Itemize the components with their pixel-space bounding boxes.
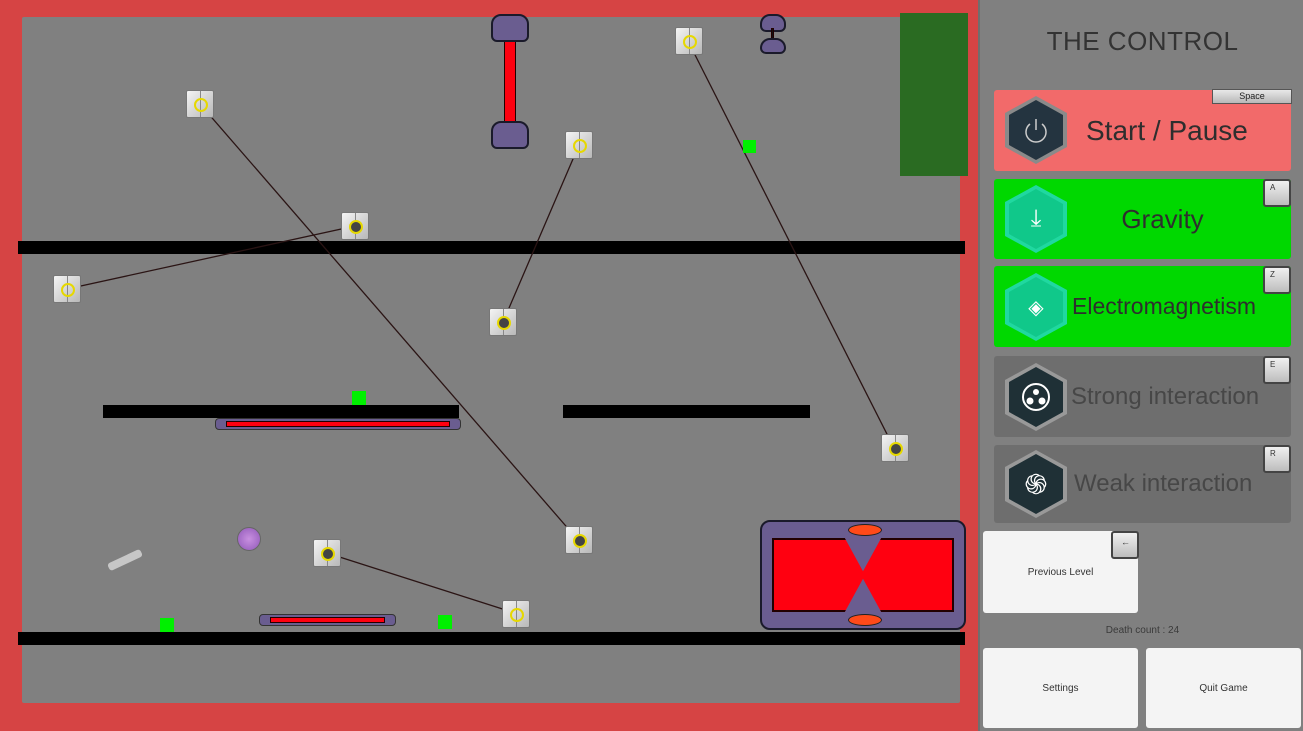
laser-vertical	[491, 14, 529, 149]
gravity-label: Gravity	[1121, 203, 1204, 234]
collectible	[438, 615, 452, 629]
start-pause-label: Start / Pause	[1086, 114, 1248, 146]
game-viewport	[0, 0, 978, 731]
gravity-button[interactable]: ⤓ Gravity A	[994, 179, 1291, 259]
anchor-point[interactable]	[675, 27, 703, 55]
laser-portal	[760, 520, 966, 630]
collectible	[743, 140, 756, 153]
anchor-point[interactable]	[313, 539, 341, 567]
platform-upper	[18, 241, 965, 254]
anchor-point[interactable]	[53, 275, 81, 303]
settings-button[interactable]: Settings	[983, 648, 1138, 728]
anchor-point[interactable]	[881, 434, 909, 462]
settings-label: Settings	[1042, 682, 1079, 694]
space-key-hint: Space	[1212, 89, 1292, 104]
collectible	[352, 391, 366, 405]
laser-horizontal	[259, 614, 396, 626]
key-hint-e: E	[1263, 356, 1291, 384]
death-count: Death count : 24	[1105, 625, 1180, 636]
key-hint-backspace: ←	[1111, 531, 1139, 559]
previous-level-label: Previous Level	[1027, 566, 1094, 578]
quit-game-button[interactable]: Quit Game	[1146, 648, 1301, 728]
strong-interaction-label: Strong interaction	[1071, 382, 1260, 410]
electromagnetism-icon: ◈	[1005, 273, 1067, 341]
electromagnetism-label: Electromagnetism	[1072, 293, 1257, 319]
collectible	[160, 618, 174, 632]
anchor-point[interactable]	[502, 600, 530, 628]
weak-interaction-label: Weak interaction	[1074, 470, 1253, 497]
panel-title: THE CONTROL	[1046, 26, 1239, 56]
laser-vertical-off	[760, 14, 786, 54]
anchor-point[interactable]	[565, 526, 593, 554]
laser-horizontal	[215, 418, 461, 430]
weak-interaction-icon: ֍	[1005, 450, 1067, 518]
weak-interaction-button[interactable]: ֍ Weak interaction R	[994, 445, 1291, 523]
quit-game-label: Quit Game	[1199, 682, 1248, 694]
platform-middle-left	[103, 405, 459, 418]
platform-middle-right	[563, 405, 810, 418]
power-icon	[1005, 96, 1067, 164]
player-atom	[237, 527, 261, 551]
anchor-point[interactable]	[186, 90, 214, 118]
strong-interaction-icon	[1005, 363, 1067, 431]
key-hint-z: Z	[1263, 266, 1291, 294]
key-hint-a: A	[1263, 179, 1291, 207]
electromagnetism-button[interactable]: ◈ Electromagnetism Z	[994, 266, 1291, 347]
goal-zone	[900, 13, 968, 176]
platform-floor	[18, 632, 965, 645]
control-panel: THE CONTROL Start / Pause Space ⤓ Gravit…	[978, 0, 1303, 731]
key-hint-r: R	[1263, 445, 1291, 473]
anchor-point[interactable]	[565, 131, 593, 159]
anchor-point[interactable]	[341, 212, 369, 240]
anchor-point[interactable]	[489, 308, 517, 336]
strong-interaction-button[interactable]: Strong interaction E	[994, 356, 1291, 437]
